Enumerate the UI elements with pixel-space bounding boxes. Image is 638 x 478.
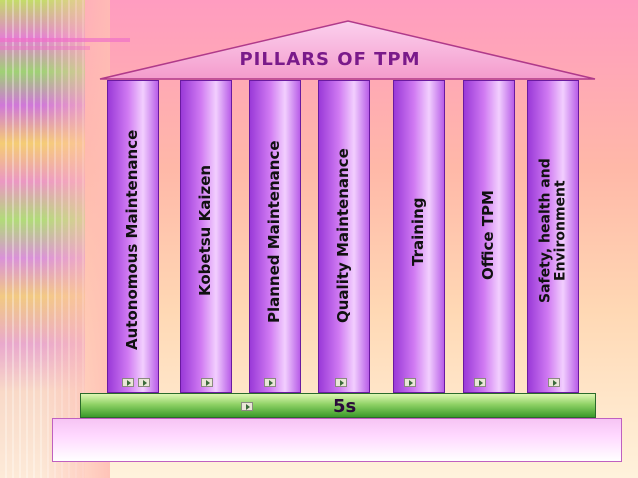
pillar-label: Training [409, 197, 428, 267]
pillar-training: Training [393, 80, 445, 393]
pillar-label-line: Environment [552, 179, 568, 281]
pillar-label: Autonomous Maintenance [123, 129, 142, 351]
pillar-label-line: Safety, health and [537, 157, 554, 303]
foundation-step [52, 418, 622, 462]
decorative-bar [0, 46, 90, 50]
play-forward-icon[interactable] [404, 378, 416, 387]
base-5s: 5s [80, 393, 596, 418]
play-forward-icon[interactable] [474, 378, 486, 387]
pillar-autonomous-maintenance: Autonomous Maintenance [107, 80, 159, 393]
page-title: PILLARS OF TPM [239, 49, 421, 70]
pillar-label: Safety, health and Environment [537, 157, 568, 303]
play-forward-icon[interactable] [264, 378, 276, 387]
play-forward-icon[interactable] [122, 378, 134, 387]
play-forward-icon[interactable] [201, 378, 213, 387]
pillar-label: Office TPM [479, 190, 498, 281]
play-forward-icon[interactable] [241, 402, 253, 411]
play-forward-icon[interactable] [138, 378, 150, 387]
pillar-office-tpm: Office TPM [463, 80, 515, 393]
pillar-label: Kobetsu Kaizen [196, 165, 215, 297]
pillar-label: Planned Maintenance [265, 140, 284, 324]
pillar-safety-health-environment: Safety, health and Environment [527, 80, 579, 393]
temple-roof [99, 20, 596, 80]
pillar-quality-maintenance: Quality Maintenance [318, 80, 370, 393]
pillar-planned-maintenance: Planned Maintenance [249, 80, 301, 393]
play-forward-icon[interactable] [548, 378, 560, 387]
base-label: 5s [333, 396, 357, 417]
pillar-kobetsu-kaizen: Kobetsu Kaizen [180, 80, 232, 393]
pillar-label: Quality Maintenance [334, 148, 353, 324]
play-forward-icon[interactable] [335, 378, 347, 387]
decorative-bar [0, 38, 130, 42]
roof-triangle [99, 20, 596, 80]
